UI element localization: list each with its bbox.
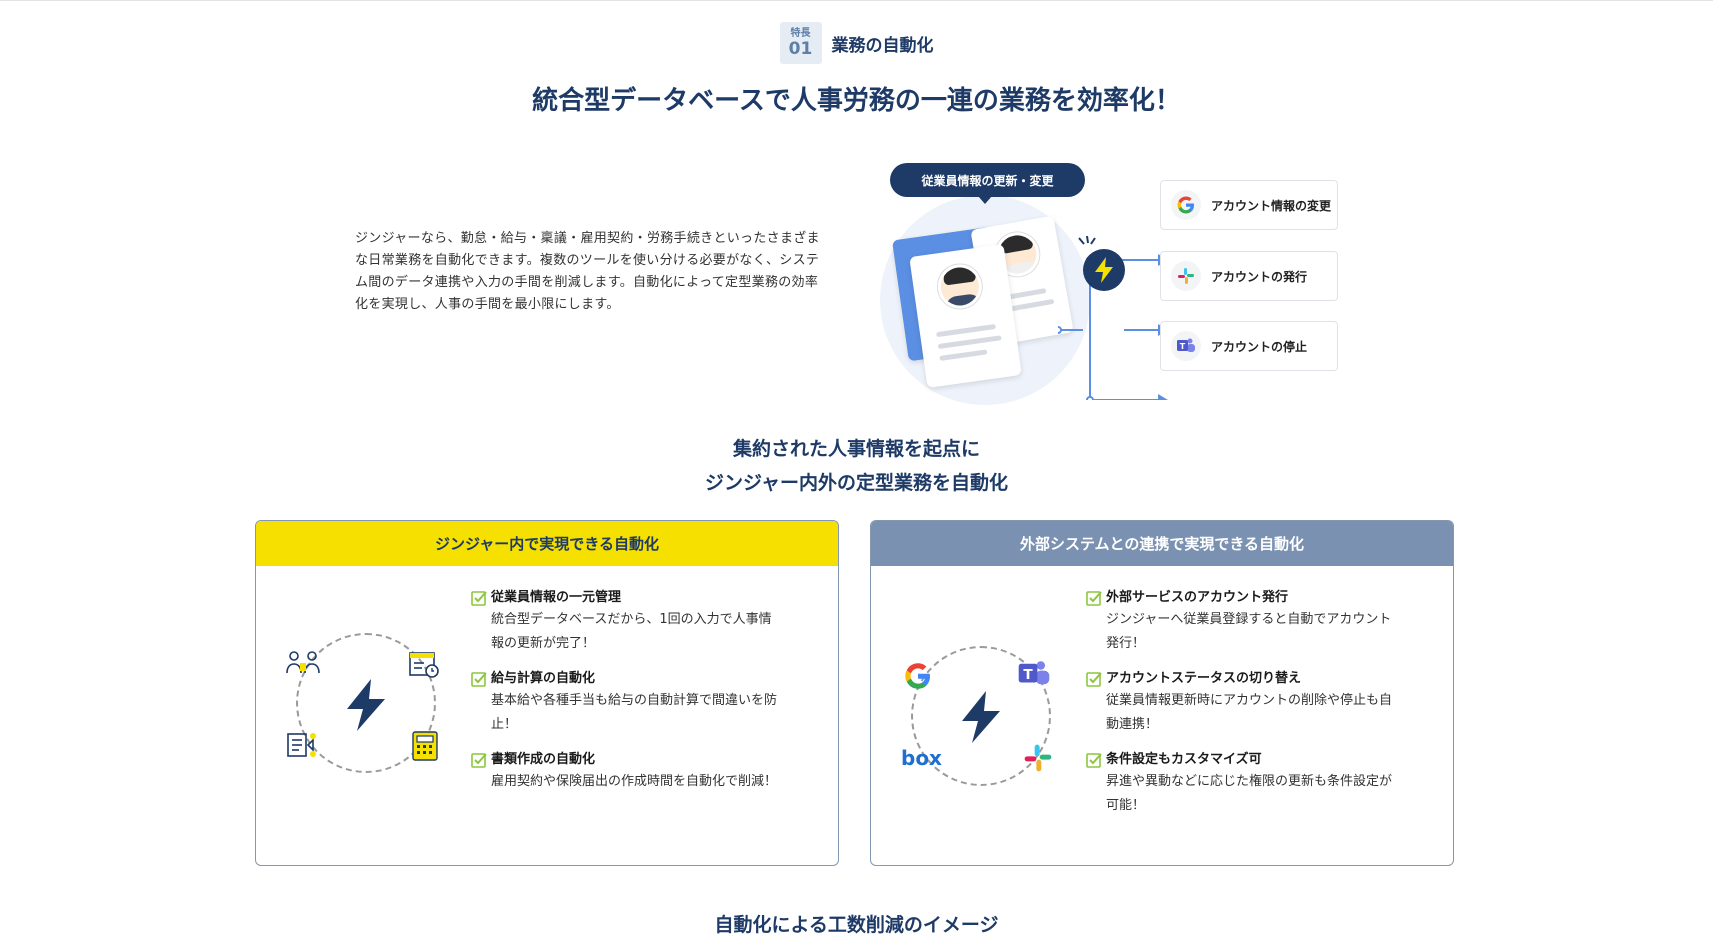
feature-badge-label: 特長: [790, 28, 811, 39]
profile-card-man: [909, 244, 1022, 388]
item-desc: 昇進や異動などに応じた権限の更新も条件設定が可能！: [1106, 774, 1393, 813]
panel-title: 外部システムとの連携で実現できる自動化: [871, 521, 1453, 566]
check-icon: [1086, 591, 1102, 606]
check-icon: [1086, 672, 1102, 687]
list-item: 外部サービスのアカウント発行 ジンジャーへ従業員登録すると自動でアカウント発行！: [1086, 589, 1396, 656]
teams-icon: T: [1018, 661, 1050, 685]
bottom-title: 自動化による工数削減のイメージ: [714, 914, 999, 936]
google-icon: [905, 663, 930, 689]
item-title: 給与計算の自動化: [491, 671, 596, 686]
service-label: アカウントの発行: [1211, 269, 1308, 284]
item-desc: 従業員情報更新時にアカウントの削除や停止も自動連携！: [1106, 693, 1393, 732]
sub-title-line2: ジンジャー内外の定型業務を自動化: [704, 472, 1009, 494]
item-desc: 基本給や各種手当も給与の自動計算で間違いを防止！: [491, 693, 778, 732]
dashed-ring: [911, 646, 1051, 786]
list-item: 書類作成の自動化 雇用契約や保険届出の作成時間を自動化で削減！: [471, 751, 781, 794]
svg-text:T: T: [1180, 342, 1186, 351]
item-title: アカウントステータスの切り替え: [1106, 671, 1302, 686]
external-feature-list: 外部サービスのアカウント発行 ジンジャーへ従業員登録すると自動でアカウント発行！…: [1086, 589, 1396, 832]
update-bubble: 従業員情報の更新・変更: [890, 163, 1085, 197]
feature-header: 特長 01 業務の自動化: [0, 22, 1713, 64]
item-desc: 統合型データベースだから、1回の入力で人事情報の更新が完了！: [491, 612, 772, 651]
item-desc: 雇用契約や保険届出の作成時間を自動化で削減！: [491, 774, 778, 789]
feature-name: 業務の自動化: [831, 35, 934, 56]
list-item: 給与計算の自動化 基本給や各種手当も給与の自動計算で間違いを防止！: [471, 670, 781, 737]
check-icon: [471, 672, 487, 687]
list-item: 従業員情報の一元管理 統合型データベースだから、1回の入力で人事情報の更新が完了…: [471, 589, 781, 656]
feature-badge-number: 01: [788, 39, 813, 59]
item-title: 従業員情報の一元管理: [491, 590, 622, 605]
external-automation-panel: 外部システムとの連携で実現できる自動化 T box 外部サービスのアカウント発行…: [870, 520, 1454, 866]
internal-feature-list: 従業員情報の一元管理 統合型データベースだから、1回の入力で人事情報の更新が完了…: [471, 589, 781, 808]
panel-title: ジンジャー内で実現できる自動化: [256, 521, 838, 566]
calendar-clock-icon: [409, 652, 439, 678]
dashed-ring: [296, 633, 436, 773]
slack-icon: [1171, 261, 1201, 291]
check-icon: [1086, 753, 1102, 768]
box-logo-icon: box: [901, 746, 942, 770]
item-title: 外部サービスのアカウント発行: [1106, 590, 1289, 605]
check-icon: [471, 591, 487, 606]
item-desc: ジンジャーへ従業員登録すると自動でアカウント発行！: [1106, 612, 1392, 651]
service-label: アカウントの停止: [1211, 339, 1308, 354]
feature-badge: 特長 01: [779, 22, 822, 64]
main-title: 統合型データベースで人事労務の一連の業務を効率化！: [532, 86, 1181, 116]
man-avatar-icon: [934, 261, 985, 312]
bubble-tail: [978, 196, 992, 204]
item-title: 条件設定もカスタマイズ可: [1106, 752, 1262, 767]
top-divider: [0, 0, 1713, 1]
service-change-account: アカウント情報の変更: [1160, 180, 1338, 230]
item-title: 書類作成の自動化: [491, 752, 596, 767]
bolt-hub-icon: [1083, 249, 1125, 291]
list-item: アカウントステータスの切り替え 従業員情報更新時にアカウントの削除や停止も自動連…: [1086, 670, 1396, 737]
google-icon: [1171, 190, 1201, 220]
intro-text: ジンジャーなら、勤怠・給与・稟議・雇用契約・労務手続きといったさまざまな日常業務…: [355, 231, 820, 312]
internal-automation-panel: ジンジャー内で実現できる自動化 従業員情報の一元管理 統合型データベースだから、…: [255, 520, 839, 866]
calculator-icon: [412, 731, 438, 761]
teams-icon: T: [1171, 331, 1201, 361]
service-issue-account: アカウントの発行: [1160, 251, 1338, 301]
service-label: アカウント情報の変更: [1211, 198, 1332, 213]
spark-icon: [1078, 236, 1096, 245]
document-flow-icon: [287, 733, 316, 757]
svg-text:T: T: [1023, 667, 1033, 683]
automation-diagram: 従業員情報の更新・変更 アカウント情報の変更: [870, 160, 1370, 405]
bolt-icon: [962, 691, 1000, 743]
sub-title: 集約された人事情報を起点に ジンジャー内外の定型業務を自動化: [0, 432, 1713, 500]
list-item: 条件設定もカスタマイズ可 昇進や異動などに応じた権限の更新も条件設定が可能！: [1086, 751, 1396, 818]
service-stop-account: T アカウントの停止: [1160, 321, 1338, 371]
slack-icon: [1024, 744, 1052, 772]
sub-title-line1: 集約された人事情報を起点に: [732, 438, 980, 460]
bolt-icon: [347, 679, 385, 731]
check-icon: [471, 753, 487, 768]
people-icon: [286, 651, 320, 674]
